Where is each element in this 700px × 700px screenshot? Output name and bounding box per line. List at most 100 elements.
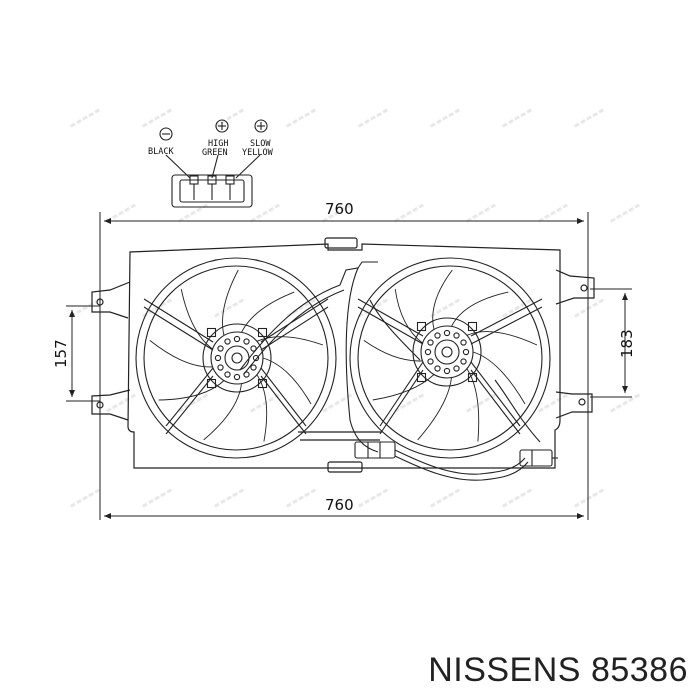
watermark-mark — [502, 108, 533, 128]
watermark-mark — [106, 203, 137, 223]
fan-strut — [260, 306, 329, 351]
motor-face — [420, 325, 474, 379]
brand-name: NISSENS — [428, 651, 581, 689]
pin-label-green: GREEN — [202, 148, 228, 158]
watermark-mark — [70, 488, 101, 508]
fan-blade — [466, 331, 538, 346]
motor-vent-hole — [453, 365, 460, 372]
pin-symbol-green — [215, 119, 229, 133]
motor-vent-hole — [250, 364, 257, 371]
motor-mount-tab — [206, 327, 217, 338]
motor-shaft — [441, 346, 453, 358]
fan-strut — [260, 375, 307, 435]
part-number: 85386 — [590, 651, 688, 689]
motor-hub — [224, 345, 250, 371]
fan-blade — [262, 357, 312, 405]
fan-strut — [357, 298, 424, 337]
fan-blade — [149, 340, 213, 368]
watermark-mark — [286, 298, 317, 318]
connector-detail — [159, 119, 268, 208]
watermark-mark — [214, 488, 245, 508]
motor-vent-hole — [233, 335, 241, 343]
watermark-pattern — [70, 108, 641, 508]
connector-plug — [171, 174, 253, 208]
fan-strut — [470, 298, 543, 337]
motor-housing — [412, 317, 482, 387]
watermark-mark — [502, 488, 533, 508]
pin-symbol-yellow — [254, 119, 268, 133]
motor-mount-tab — [257, 378, 268, 389]
fan-strut — [165, 375, 214, 435]
pin-label-black: BLACK — [148, 147, 174, 157]
motor-vent-hole — [443, 329, 451, 337]
watermark-mark — [214, 108, 245, 128]
fan-blade — [432, 269, 453, 330]
motor-vent-hole — [214, 354, 222, 362]
fan-ring-inner — [357, 265, 543, 451]
fan-blade — [180, 289, 213, 350]
watermark-mark — [178, 393, 209, 413]
fan-ring-outer — [349, 257, 551, 459]
motor-vent-hole — [224, 371, 231, 378]
motor-mount-tab — [416, 372, 427, 383]
fan-strut — [470, 361, 521, 427]
motor-mount-tab — [467, 321, 478, 332]
fan-strut — [260, 367, 307, 427]
watermark-mark — [574, 488, 605, 508]
dimension-right-height: 183 — [618, 329, 636, 358]
fan-blade — [417, 377, 452, 441]
watermark-mark — [574, 298, 605, 318]
watermark-mark — [142, 108, 173, 128]
pin-label-high: HIGH — [208, 139, 228, 149]
motor-housing — [202, 323, 272, 393]
watermark-mark — [430, 298, 461, 318]
dimension-bottom-width: 760 — [325, 496, 354, 514]
fan-right — [349, 257, 551, 459]
wiring-harness — [239, 261, 558, 481]
motor-vent-hole — [243, 338, 250, 345]
fan-ring-inner — [143, 265, 329, 451]
dimension-top-width: 760 — [325, 200, 354, 218]
fan-strut — [143, 306, 214, 351]
fan-blade — [451, 291, 509, 327]
dimension-left-height: 157 — [52, 339, 70, 368]
watermark-mark — [178, 203, 209, 223]
watermark-mark — [610, 203, 641, 223]
watermark-mark — [250, 393, 281, 413]
fan-blade — [203, 383, 242, 441]
fan-strut — [143, 298, 214, 343]
watermark-mark — [286, 108, 317, 128]
fan-ring-outer — [135, 257, 337, 459]
motor-vent-hole — [233, 373, 241, 381]
watermark-mark — [394, 203, 425, 223]
motor-vent-hole — [224, 338, 231, 345]
watermark-mark — [70, 108, 101, 128]
motor-hub — [434, 339, 460, 365]
watermark-mark — [322, 203, 353, 223]
motor-vent-hole — [460, 339, 467, 346]
watermark-mark — [106, 393, 137, 413]
watermark-mark — [286, 488, 317, 508]
watermark-mark — [430, 108, 461, 128]
motor-vent-hole — [252, 354, 260, 362]
pin-label-yellow: YELLOW — [242, 148, 274, 158]
fan-blade — [363, 340, 423, 362]
fan-left — [135, 257, 337, 459]
watermark-mark — [538, 393, 569, 413]
motor-vent-hole — [217, 364, 224, 371]
watermark-mark — [358, 108, 389, 128]
fan-strut — [470, 369, 521, 435]
fan-blade — [472, 351, 526, 405]
watermark-mark — [394, 393, 425, 413]
watermark-mark — [466, 393, 497, 413]
fan-blade — [241, 291, 295, 333]
watermark-mark — [466, 203, 497, 223]
fan-strut — [260, 298, 329, 343]
motor-vent-hole — [434, 365, 441, 372]
motor-vent-hole — [453, 332, 460, 339]
motor-face — [210, 331, 264, 385]
fan-blade — [372, 374, 435, 401]
watermark-mark — [430, 488, 461, 508]
